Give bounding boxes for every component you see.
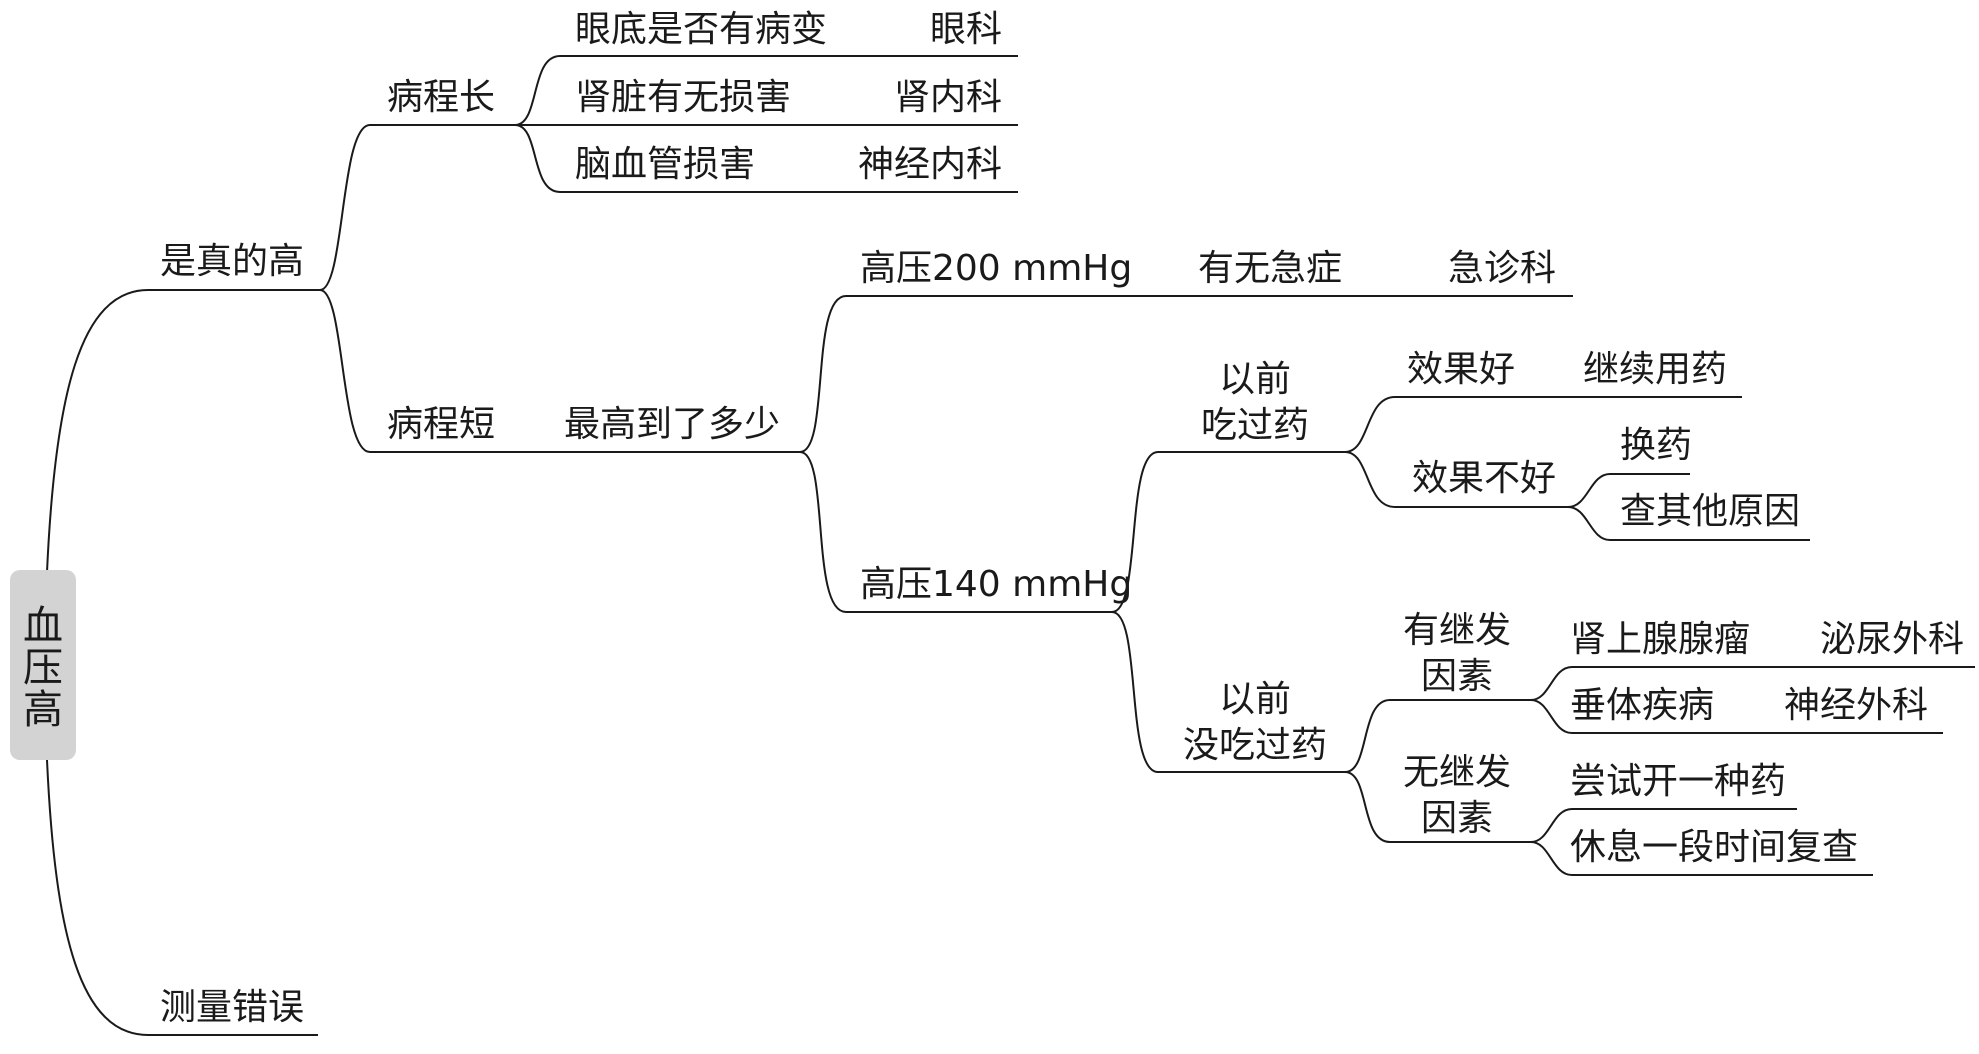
node-switch-drug: 换药 (1620, 425, 1693, 466)
node-bp140: 高压140 mmHg (860, 564, 1133, 605)
connector-good (1344, 396, 1742, 453)
connector-switch-drug (1567, 473, 1690, 508)
connector-secondary (1344, 699, 1531, 773)
connector-cerebrovascular (514, 124, 1018, 193)
node-emergency-dept: 急诊科 (1448, 248, 1557, 289)
connector-root-really-high (46, 289, 320, 573)
node-no-secondary-factors: 无继发 因素 (1402, 752, 1511, 839)
connector-long-course (319, 124, 515, 291)
node-really-high: 是真的高 (160, 241, 305, 282)
root-label: 血 压 高 (23, 603, 63, 733)
node-took-meds: 以前 吃过药 (1200, 359, 1309, 446)
node-bp200: 高压200 mmHg (860, 248, 1133, 289)
node-neurology: 神经内科 (858, 144, 1003, 185)
node-adrenal-adenoma: 肾上腺腺瘤 (1570, 619, 1751, 660)
connector-pituitary (1530, 699, 1943, 734)
node-effect-bad: 效果不好 (1412, 458, 1557, 499)
connector-no-meds (1111, 611, 1345, 773)
node-rest-recheck: 休息一段时间复查 (1570, 827, 1859, 868)
node-kidney-check: 肾脏有无损害 (575, 77, 792, 118)
node-urology: 泌尿外科 (1820, 619, 1965, 660)
connector-adrenal (1530, 666, 1975, 701)
node-secondary-factors: 有继发 因素 (1402, 610, 1511, 697)
node-no-meds: 以前 没吃过药 (1182, 679, 1327, 766)
connector-bad (1344, 451, 1568, 508)
node-measurement-error: 测量错误 (160, 987, 305, 1028)
node-check-other-causes: 查其他原因 (1620, 491, 1801, 532)
connector-one-drug (1530, 808, 1797, 843)
node-short-course: 病程短 (387, 404, 496, 445)
connector-root-measurement-error (46, 759, 318, 1036)
root-node (10, 570, 76, 760)
node-neurosurgery: 神经外科 (1784, 685, 1929, 726)
node-try-one-drug: 尝试开一种药 (1570, 761, 1787, 802)
node-long-course: 病程长 (387, 77, 496, 118)
connector-took-meds (1111, 451, 1345, 613)
node-ophthalmology: 眼科 (930, 9, 1003, 50)
node-continue-meds: 继续用药 (1583, 349, 1728, 390)
connector-bp200 (799, 295, 1573, 453)
node-cerebrovascular-check: 脑血管损害 (575, 144, 756, 185)
connector-short-course (319, 289, 800, 453)
connector-fundus (514, 55, 1018, 126)
connector-no-secondary (1344, 771, 1531, 843)
connector-bp140 (799, 451, 1112, 613)
node-pituitary-disease: 垂体疾病 (1570, 685, 1715, 726)
node-emergency-check: 有无急症 (1198, 248, 1343, 289)
connector-recheck (1530, 841, 1873, 876)
connector-other-cause (1567, 506, 1810, 541)
node-highest-question: 最高到了多少 (564, 404, 781, 445)
node-nephrology: 肾内科 (894, 77, 1003, 118)
node-effect-good: 效果好 (1407, 349, 1516, 390)
node-fundus-check: 眼底是否有病变 (575, 9, 828, 50)
